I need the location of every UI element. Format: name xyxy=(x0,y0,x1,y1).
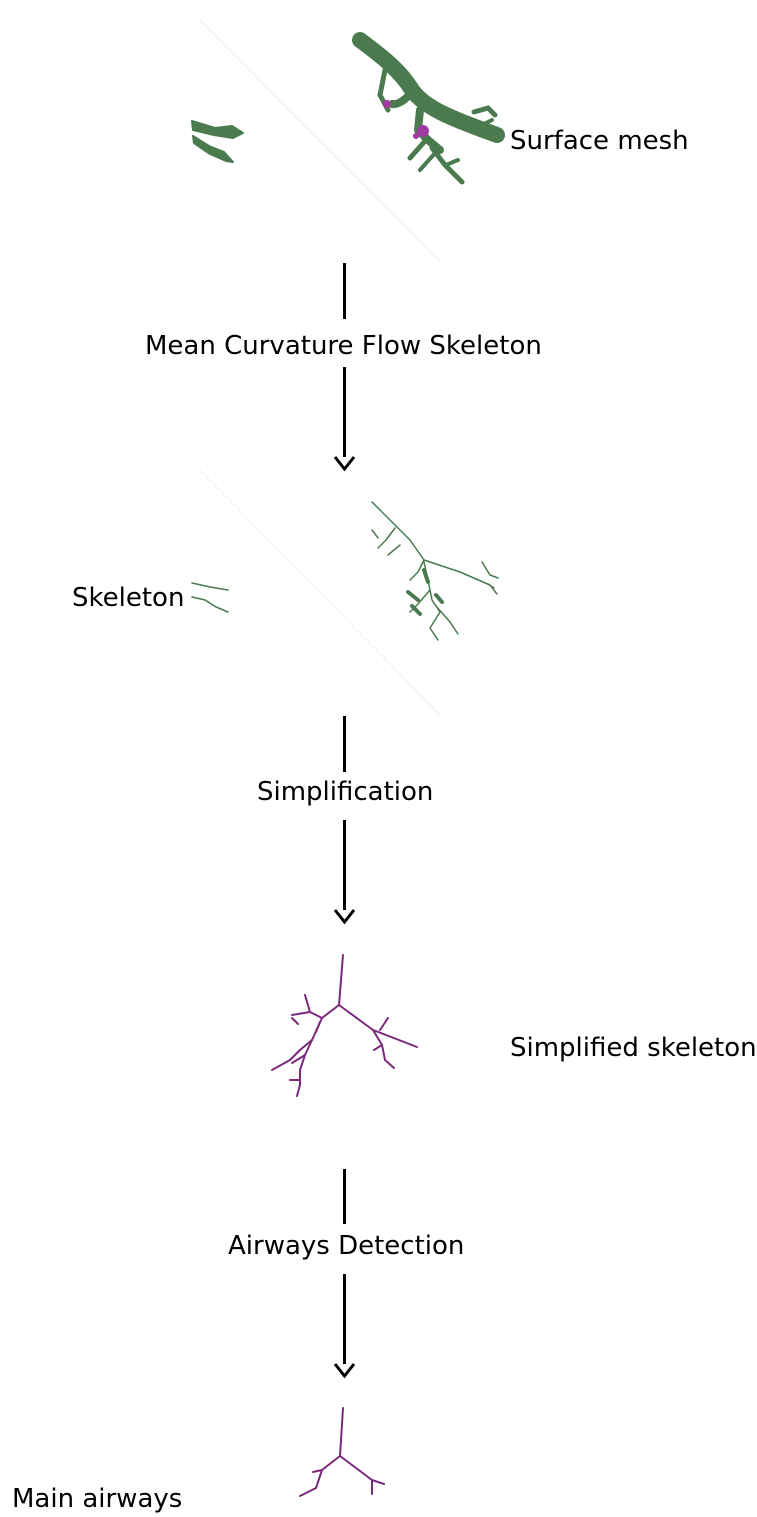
arrow-2-bottom-segment xyxy=(343,820,346,910)
arrow-3-top-segment xyxy=(343,1169,346,1224)
label-skeleton: Skeleton xyxy=(72,583,185,613)
skeleton-main-tree xyxy=(371,501,499,641)
skeleton-thick-segments xyxy=(406,568,444,616)
mesh-main-tree xyxy=(352,32,505,185)
label-surface-mesh: Surface mesh xyxy=(510,126,689,156)
label-main-airways: Main airways xyxy=(12,1484,183,1514)
arrow-3-bottom-segment xyxy=(343,1274,346,1364)
mesh-highlight-regions xyxy=(383,100,429,139)
mesh-left-fragment xyxy=(191,120,244,163)
arrow-1-bottom-segment xyxy=(343,367,346,457)
step-airways-detection: Airways Detection xyxy=(228,1231,465,1261)
arrow-2-top-segment xyxy=(343,716,346,772)
step-simplification: Simplification xyxy=(257,777,434,807)
step-mean-curvature-flow: Mean Curvature Flow Skeleton xyxy=(145,331,542,361)
arrow-1-top-segment xyxy=(343,263,346,319)
label-simplified-skeleton: Simplified skeleton xyxy=(510,1033,757,1063)
skeleton-left-fragment xyxy=(191,582,229,613)
